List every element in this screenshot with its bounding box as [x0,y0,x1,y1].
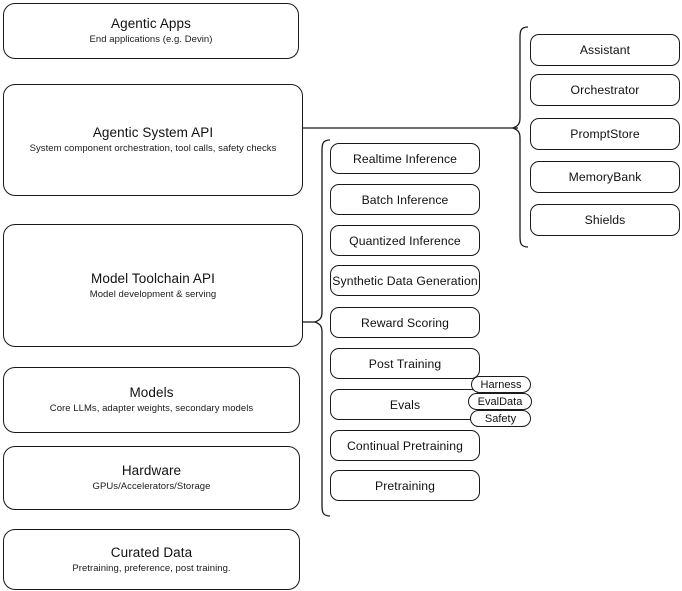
component-orchestrator[interactable]: Orchestrator [530,74,680,106]
component-continual-pretraining[interactable]: Continual Pretraining [330,430,480,461]
layer-title: Agentic System API [92,125,214,140]
layer-hardware[interactable]: Hardware GPUs/Accelerators/Storage [3,446,300,510]
component-promptstore[interactable]: PromptStore [530,118,680,150]
layer-curated-data[interactable]: Curated Data Pretraining, preference, po… [3,529,300,590]
component-shields[interactable]: Shields [530,204,680,236]
component-evals[interactable]: Evals [330,389,480,420]
component-memorybank[interactable]: MemoryBank [530,161,680,193]
layer-subtitle: System component orchestration, tool cal… [29,143,277,154]
brace-model-toolchain [313,139,331,517]
badge-safety[interactable]: Safety [470,410,531,427]
badge-harness[interactable]: Harness [471,376,531,393]
layer-subtitle: GPUs/Accelerators/Storage [92,481,211,492]
component-reward-scoring[interactable]: Reward Scoring [330,307,480,338]
layer-title: Model Toolchain API [91,270,215,286]
layer-title: Models [129,385,174,400]
component-pretraining[interactable]: Pretraining [330,470,480,501]
component-batch-inference[interactable]: Batch Inference [330,184,480,215]
layer-subtitle: Core LLMs, adapter weights, secondary mo… [49,403,254,414]
component-post-training[interactable]: Post Training [330,348,480,379]
layer-subtitle: Model development & serving [89,288,217,300]
component-synthetic-data-generation[interactable]: Synthetic Data Generation [330,265,480,296]
layer-agentic-apps[interactable]: Agentic Apps End applications (e.g. Devi… [3,3,299,59]
layer-title: Hardware [121,463,182,478]
layer-subtitle: Pretraining, preference, post training. [72,562,231,574]
component-quantized-inference[interactable]: Quantized Inference [330,225,480,256]
component-assistant[interactable]: Assistant [530,34,680,66]
brace-agentic-system [511,26,529,248]
layer-title: Curated Data [110,544,193,560]
badge-evaldata[interactable]: EvalData [468,393,532,410]
layer-title: Agentic Apps [110,16,191,31]
layer-model-toolchain-api[interactable]: Model Toolchain API Model development & … [3,224,303,347]
component-realtime-inference[interactable]: Realtime Inference [330,143,480,174]
layer-models[interactable]: Models Core LLMs, adapter weights, secon… [3,367,300,433]
layer-subtitle: End applications (e.g. Devin) [89,34,213,45]
layer-agentic-system-api[interactable]: Agentic System API System component orch… [3,84,303,196]
